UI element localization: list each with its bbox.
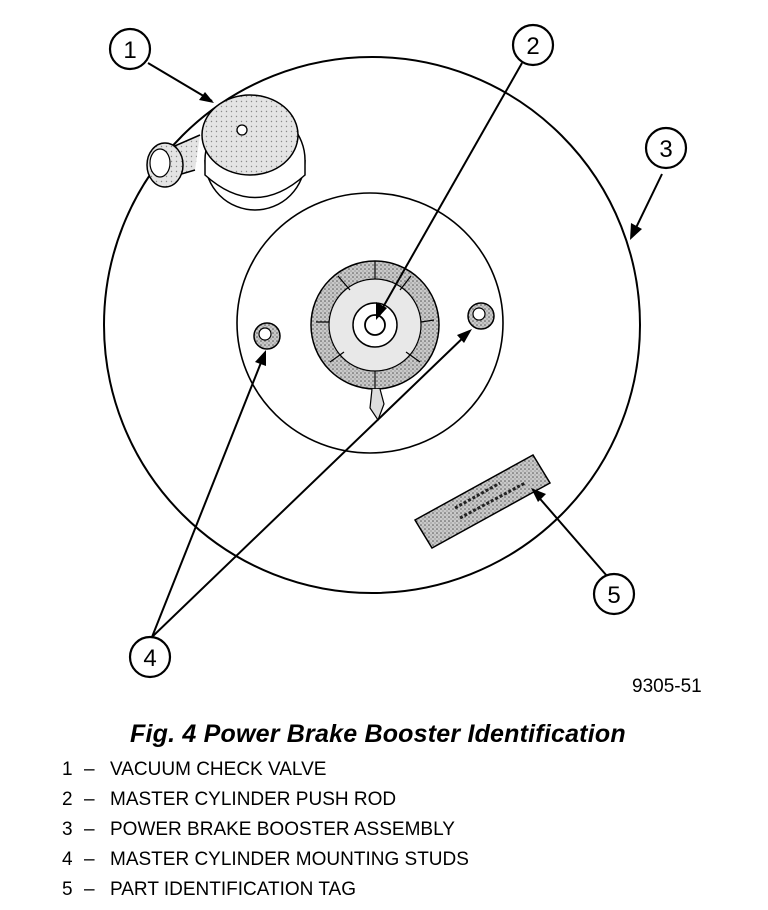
legend-item: 1–VACUUM CHECK VALVE (62, 758, 469, 788)
booster-diagram: 1 2 3 4 5 (103, 23, 688, 679)
legend: 1–VACUUM CHECK VALVE 2–MASTER CYLINDER P… (62, 758, 469, 908)
booster-outer-shell (103, 56, 641, 594)
vacuum-check-valve (146, 94, 306, 211)
mounting-stud-right (467, 302, 495, 330)
legend-dash: – (84, 789, 95, 810)
callout-3: 3 (644, 126, 688, 170)
leader-lines (147, 62, 663, 638)
svg-text:3: 3 (659, 136, 672, 163)
legend-number: 1 (62, 759, 73, 780)
callout-4: 4 (128, 635, 172, 679)
push-rod (352, 302, 398, 348)
svg-text:4: 4 (143, 645, 156, 672)
mounting-stud-left (253, 322, 281, 350)
legend-label: MASTER CYLINDER MOUNTING STUDS (110, 849, 469, 870)
legend-label: MASTER CYLINDER PUSH ROD (110, 789, 397, 810)
booster-inner-plate (236, 192, 504, 454)
legend-number: 2 (62, 789, 73, 810)
legend-label: VACUUM CHECK VALVE (110, 759, 327, 780)
legend-label: PART IDENTIFICATION TAG (110, 879, 356, 900)
callout-5: 5 (592, 572, 636, 616)
legend-number: 3 (62, 819, 73, 840)
callout-2: 2 (511, 23, 555, 67)
legend-label: POWER BRAKE BOOSTER ASSEMBLY (110, 819, 455, 840)
figure-id: 9305-51 (632, 676, 702, 697)
legend-dash: – (84, 819, 95, 840)
legend-dash: – (84, 879, 95, 900)
figure-title: Fig. 4 Power Brake Booster Identificatio… (130, 720, 626, 748)
legend-dash: – (84, 759, 95, 780)
legend-dash: – (84, 849, 95, 870)
svg-text:5: 5 (607, 582, 620, 609)
svg-text:1: 1 (123, 37, 136, 64)
svg-text:2: 2 (526, 33, 539, 60)
legend-number: 5 (62, 879, 73, 900)
legend-item: 3–POWER BRAKE BOOSTER ASSEMBLY (62, 818, 469, 848)
legend-item: 2–MASTER CYLINDER PUSH ROD (62, 788, 469, 818)
legend-item: 4–MASTER CYLINDER MOUNTING STUDS (62, 848, 469, 878)
callout-1: 1 (108, 27, 152, 71)
legend-item: 5–PART IDENTIFICATION TAG (62, 878, 469, 908)
part-identification-tag (413, 453, 552, 550)
legend-number: 4 (62, 849, 73, 870)
